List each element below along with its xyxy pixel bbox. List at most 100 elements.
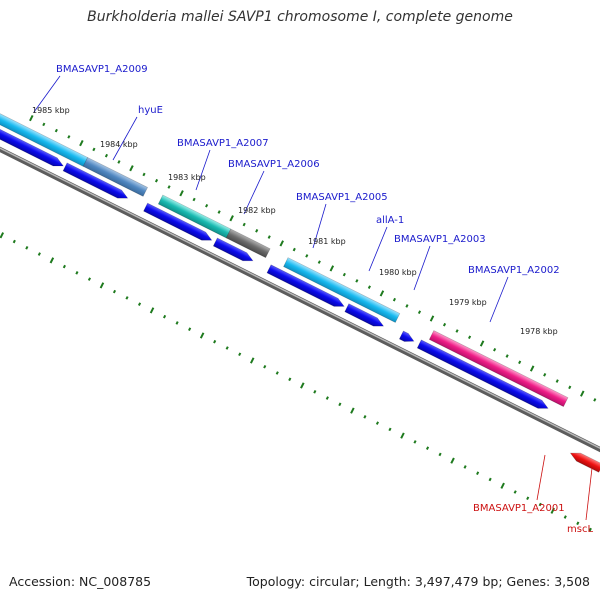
map-title: Burkholderia mallei SAVP1 chromosome I, … — [87, 9, 513, 25]
scale-label: 1985 kbp — [32, 106, 70, 115]
scale-tick — [79, 140, 84, 147]
scale-tick — [292, 247, 296, 252]
label-leaders — [33, 75, 593, 521]
scale-tick — [167, 185, 171, 189]
scale-tick — [229, 215, 234, 222]
scale-tick — [476, 471, 480, 475]
scale-tick — [142, 172, 146, 177]
cds-arrow — [62, 162, 129, 199]
label-leader-line — [33, 75, 61, 113]
scale-label: 1983 kbp — [168, 173, 206, 182]
scale-tick — [405, 304, 409, 308]
gene-label: BMASAVP1_A2001 — [473, 503, 565, 514]
label-leader-line — [368, 226, 388, 272]
scale-tick — [442, 322, 447, 327]
scale-tick — [300, 382, 305, 389]
gene-block-A2002 — [428, 330, 569, 407]
scale-tick — [192, 197, 196, 202]
gene-label: BMASAVP1_A2007 — [177, 138, 269, 149]
scale-tick — [338, 402, 342, 407]
scale-label: 1979 kbp — [449, 298, 487, 307]
label-leader-line — [489, 276, 509, 323]
label-leader-line — [112, 116, 138, 161]
scale-tick — [279, 240, 284, 247]
scale-tick — [288, 377, 292, 382]
scale-tick — [67, 135, 71, 139]
backbone-line — [0, 146, 600, 453]
scale-tick — [267, 235, 271, 239]
cds-arrow — [0, 103, 64, 167]
scale-tick — [468, 335, 472, 340]
label-leader-line — [312, 203, 327, 249]
scale-tick — [580, 390, 585, 397]
scale-tick — [417, 310, 422, 314]
scale-tick — [99, 282, 105, 289]
features-layer — [0, 90, 600, 473]
cds-arrow — [398, 330, 415, 342]
scale-tick — [154, 178, 159, 183]
gene-labels: BMASAVP1_A2009 hyuE BMASAVP1_A2007BMASAVP1… — [56, 64, 593, 535]
scale-tick — [249, 357, 255, 364]
scale-tick — [450, 457, 455, 464]
scale-tick — [263, 364, 267, 369]
scale-tick — [329, 265, 335, 272]
scale-tick — [576, 521, 580, 526]
scale-tick — [493, 347, 497, 352]
scale-tick — [305, 254, 309, 258]
scale-tick — [588, 527, 592, 532]
scale-tick — [388, 427, 392, 432]
scale-tick — [12, 239, 16, 244]
gene-label: BMASAVP1_A2002 — [468, 265, 560, 276]
scale-tick — [149, 307, 155, 314]
cds-arrow-reverse — [569, 452, 600, 473]
scale-tick — [238, 352, 242, 357]
backbone-layer — [0, 146, 600, 453]
label-leader-line — [195, 149, 211, 191]
scale-tick — [163, 314, 167, 319]
gene-label: allA-1 — [376, 215, 404, 226]
scale-tick — [568, 385, 572, 390]
scale-tick — [104, 153, 109, 158]
scale-tick — [317, 260, 321, 264]
label-leader-line — [585, 467, 593, 521]
scale-tick — [518, 360, 522, 365]
scale-tick — [117, 160, 121, 164]
scale-tick — [543, 373, 547, 377]
cds-arrow — [212, 237, 254, 262]
scale-tick — [49, 257, 55, 264]
scale-tick — [563, 515, 567, 519]
scale-tick — [54, 128, 58, 133]
scale-tick — [413, 440, 417, 444]
scale-tick — [129, 165, 134, 172]
scale-tick — [513, 490, 517, 494]
scale-label: 1978 kbp — [520, 327, 558, 336]
scale-tick — [342, 272, 346, 277]
accession-text: Accession: NC_008785 — [9, 574, 152, 589]
scale-tick — [555, 379, 559, 383]
scale-tick — [550, 507, 555, 514]
outer-tick-ring — [29, 114, 597, 402]
scale-tick — [505, 354, 509, 358]
cds-arrow — [143, 202, 213, 241]
label-leader-line — [413, 245, 431, 291]
scale-tick — [62, 264, 66, 269]
scale-tick — [42, 122, 46, 127]
scale-tick — [112, 289, 117, 294]
gene-block-A2005 — [283, 257, 401, 323]
label-leader-line — [243, 170, 265, 215]
scale-tick — [225, 346, 229, 350]
backbone-highlight — [0, 147, 600, 450]
gene-label: mscL — [567, 524, 593, 535]
scale-tick — [92, 147, 96, 152]
inner-tick-ring — [0, 232, 592, 532]
scale-tick — [500, 482, 505, 489]
gene-label: BMASAVP1_A2005 — [296, 192, 388, 203]
gene-label: BMASAVP1_A2009 — [56, 64, 148, 75]
gene-label: hyuE — [138, 105, 163, 116]
cds-arrow — [416, 339, 549, 409]
topology-summary: Topology: circular; Length: 3,497,479 bp… — [246, 574, 590, 589]
scale-tick — [242, 222, 246, 227]
scale-label: 1980 kbp — [379, 268, 417, 277]
